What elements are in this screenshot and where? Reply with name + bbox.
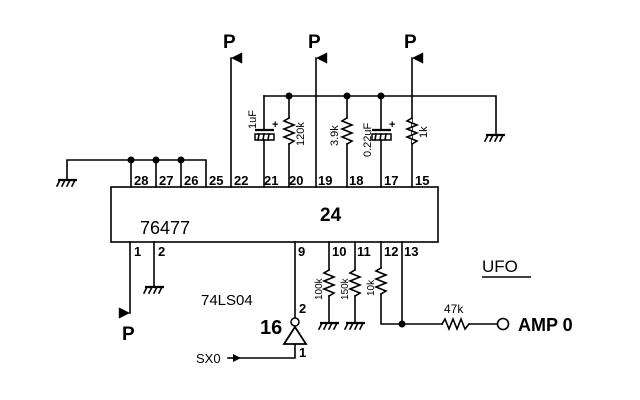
pin-label-25: 25 [209, 173, 223, 188]
power-label-pin15: P [404, 32, 417, 53]
value-r12: 10k [366, 279, 377, 296]
resistor-r11 [347, 241, 363, 323]
power-label-pin19: P [308, 32, 321, 53]
value-r10: 100k [314, 277, 325, 300]
pin-label-10: 10 [332, 244, 346, 259]
output-terminal-icon [496, 317, 510, 331]
circuit-title: UFO [482, 257, 518, 276]
pin-label-13: 13 [404, 244, 418, 259]
pin-label-19: 19 [318, 173, 332, 188]
output-label: AMP 0 [518, 315, 573, 335]
resistor-r18 [339, 95, 355, 188]
pin-label-15: 15 [415, 173, 429, 188]
pin-label-1: 1 [134, 244, 141, 259]
capacitor-c21 [254, 95, 275, 188]
value-r11: 150k [340, 277, 351, 300]
chip-76477 [110, 186, 439, 243]
ground-icon [343, 321, 365, 331]
input-signal-label: SX0 [196, 351, 221, 366]
capacitor-c17 [371, 95, 392, 188]
wire-inverter-in [239, 343, 296, 359]
ground-icon [142, 285, 164, 295]
power-label-pin22: P [223, 32, 236, 53]
value-r18: 3.9k [329, 125, 341, 146]
pin-label-27: 27 [159, 173, 173, 188]
pin-label-2: 2 [158, 244, 165, 259]
pin-label-9: 9 [298, 244, 305, 259]
inverter-74ls04 [282, 317, 308, 345]
ground-rail-left [66, 156, 207, 188]
junction-dot [177, 156, 185, 164]
value-c21: 1uF [247, 110, 259, 129]
inverter-ref-label: 16 [260, 317, 282, 339]
polarity-plus-c17: + [389, 119, 395, 131]
pin-label-22: 22 [234, 173, 248, 188]
pin-label-17: 17 [384, 173, 398, 188]
chip-part-label: 76477 [140, 218, 190, 238]
pin-label-20: 20 [289, 173, 303, 188]
junction-dot [152, 156, 160, 164]
value-r-out: 47k [444, 302, 464, 316]
pin-label-18: 18 [349, 173, 363, 188]
junction-dot [127, 156, 135, 164]
inverter-pin-in: 1 [299, 345, 306, 360]
resistor-r15 [404, 116, 420, 146]
pin-label-11: 11 [357, 244, 371, 259]
value-c17: 0.22uF [362, 122, 374, 157]
pin-label-12: 12 [384, 244, 398, 259]
pin-label-28: 28 [134, 173, 148, 188]
pin-label-26: 26 [184, 173, 198, 188]
inverter-bubble [290, 317, 300, 327]
inverter-pin-out: 2 [299, 301, 306, 316]
value-r20: 120k [295, 122, 307, 146]
resistor-r10 [321, 241, 337, 323]
ground-icon [55, 178, 77, 188]
pin-label-21: 21 [264, 173, 278, 188]
resistor-r-out [401, 316, 498, 332]
resistor-r20 [281, 95, 297, 188]
ground-icon [317, 321, 339, 331]
polarity-plus-c21: + [272, 119, 278, 131]
chip-ref-label: 24 [320, 205, 342, 226]
value-r15: 1k [418, 126, 430, 138]
input-arrow-icon [233, 354, 241, 362]
resistor-r12 [373, 241, 403, 325]
inverter-part-label: 74LS04 [201, 292, 253, 309]
ground-icon [483, 133, 505, 143]
power-label-pin1: P [122, 324, 135, 345]
